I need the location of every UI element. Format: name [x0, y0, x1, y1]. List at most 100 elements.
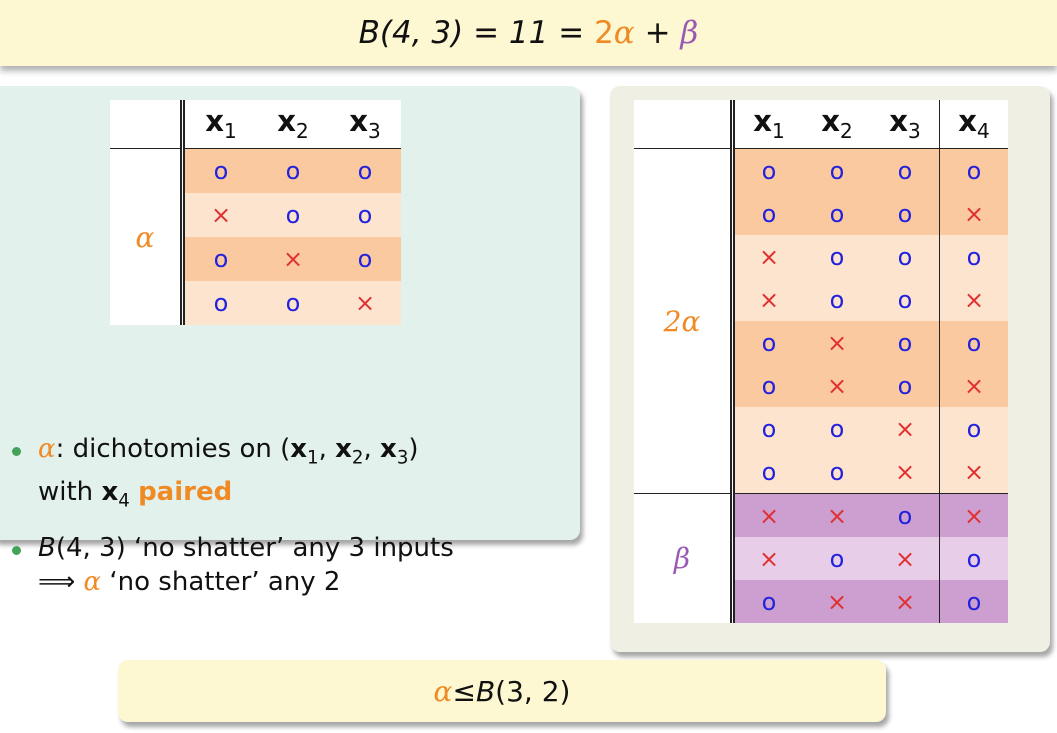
table-cell: o — [732, 364, 803, 407]
circle-mark: o — [897, 371, 913, 400]
formula-banner: B(4, 3) = 11 = 2α + β — [0, 0, 1057, 66]
circle-mark: o — [213, 245, 229, 273]
column-header-subscript: 3 — [367, 119, 381, 144]
cross-mark: × — [282, 245, 304, 273]
cross-mark: × — [894, 414, 916, 443]
cross-mark: × — [963, 371, 985, 400]
banner-text: B(4, 3) = 11 = — [358, 15, 595, 51]
table-cell: o — [939, 148, 1008, 192]
circle-mark: o — [285, 201, 301, 229]
corner-cell — [110, 100, 185, 149]
circle-mark: o — [285, 289, 301, 317]
b1-x4-sub: 4 — [118, 490, 130, 512]
table-row: o o × — [110, 281, 401, 325]
table-cell: o — [939, 537, 1008, 580]
table-cell: × — [803, 364, 871, 407]
cross-mark: × — [758, 285, 780, 314]
b1-x3: x — [380, 434, 397, 464]
circle-mark: o — [829, 544, 845, 573]
table-cell: × — [871, 537, 940, 580]
cross-mark: × — [826, 371, 848, 400]
column-header: x1 — [182, 100, 257, 149]
column-header-letter: x — [205, 104, 224, 139]
b1-alpha: α — [38, 434, 56, 464]
table-cell: o — [939, 580, 1008, 623]
table-cell: o — [732, 580, 803, 623]
cross-mark: × — [758, 242, 780, 271]
beta-label: β — [673, 542, 691, 575]
circle-mark: o — [829, 414, 845, 443]
circle-mark: o — [761, 199, 777, 228]
table-cell: × — [871, 450, 940, 494]
column-header-letter: x — [821, 104, 840, 139]
row-group-label: α — [110, 148, 185, 325]
column-header-letter: x — [889, 104, 908, 139]
b2-args: (4, 3) ‘no shatter’ any 3 inputs — [55, 532, 454, 563]
table-row: o××o — [634, 580, 1008, 623]
table-cell: o — [182, 148, 257, 193]
circle-mark: o — [897, 285, 913, 314]
table-cell: o — [329, 148, 401, 193]
cross-mark: × — [210, 201, 232, 229]
row-group-label: β — [634, 493, 735, 623]
cross-mark: × — [758, 501, 780, 530]
circle-mark: o — [966, 544, 982, 573]
cross-mark: × — [894, 587, 916, 616]
table-cell: o — [329, 193, 401, 237]
table-cell: o — [803, 537, 871, 580]
bound-box: α ≤ B(3, 2) — [118, 660, 886, 722]
b1-text: : dichotomies on ( — [55, 434, 291, 464]
table-cell: o — [939, 235, 1008, 278]
banner-beta: β — [680, 15, 699, 51]
bullet-dot — [12, 447, 21, 456]
cross-mark: × — [894, 457, 916, 486]
column-header-subscript: 3 — [907, 119, 921, 144]
b1-x2: x — [335, 434, 352, 464]
two-alpha-label: 2α — [663, 304, 701, 338]
b2-alpha: α — [83, 566, 102, 597]
table-cell: o — [871, 192, 940, 235]
table-cell: × — [939, 450, 1008, 494]
table-cell: × — [732, 537, 803, 580]
table-cell: o — [732, 148, 803, 192]
circle-mark: o — [897, 242, 913, 271]
table-cell: o — [257, 193, 329, 237]
table-cell: o — [803, 235, 871, 278]
column-header-subscript: 4 — [976, 119, 990, 144]
b2-B: B — [38, 532, 56, 563]
table-cell: o — [803, 407, 871, 450]
table-cell: o — [182, 237, 257, 281]
table-cell: o — [732, 192, 803, 235]
bound-B: B — [475, 674, 496, 708]
banner-alpha: α — [613, 15, 635, 51]
circle-mark: o — [213, 157, 229, 185]
bullet-list: α: dichotomies on (x1, x2, x3) with x4 p… — [10, 432, 570, 611]
cross-mark: × — [963, 199, 985, 228]
bullet-no-shatter: B(4, 3) ‘no shatter’ any 3 inputs ⟹ α ‘n… — [10, 531, 570, 599]
column-header: x3 — [329, 100, 401, 149]
column-header-subscript: 2 — [839, 119, 853, 144]
row-group-label: 2α — [634, 148, 735, 494]
circle-mark: o — [829, 199, 845, 228]
table-cell: o — [871, 364, 940, 407]
cross-mark: × — [354, 289, 376, 317]
bound-args: (3, 2) — [495, 674, 571, 708]
b1-x2-sub: 2 — [351, 447, 364, 469]
table-cell: × — [871, 580, 940, 623]
table-cell: o — [182, 281, 257, 325]
bullet-alpha-definition: α: dichotomies on (x1, x2, x3) with x4 p… — [10, 432, 570, 519]
column-header-subscript: 2 — [295, 119, 309, 144]
cross-mark: × — [963, 457, 985, 486]
circle-mark: o — [213, 289, 229, 317]
table-cell: × — [257, 237, 329, 281]
table-cell: × — [732, 493, 803, 537]
column-header: x1 — [732, 100, 803, 149]
column-header-subscript: 1 — [771, 119, 785, 144]
column-header: x3 — [871, 100, 940, 149]
table-cell: × — [871, 407, 940, 450]
